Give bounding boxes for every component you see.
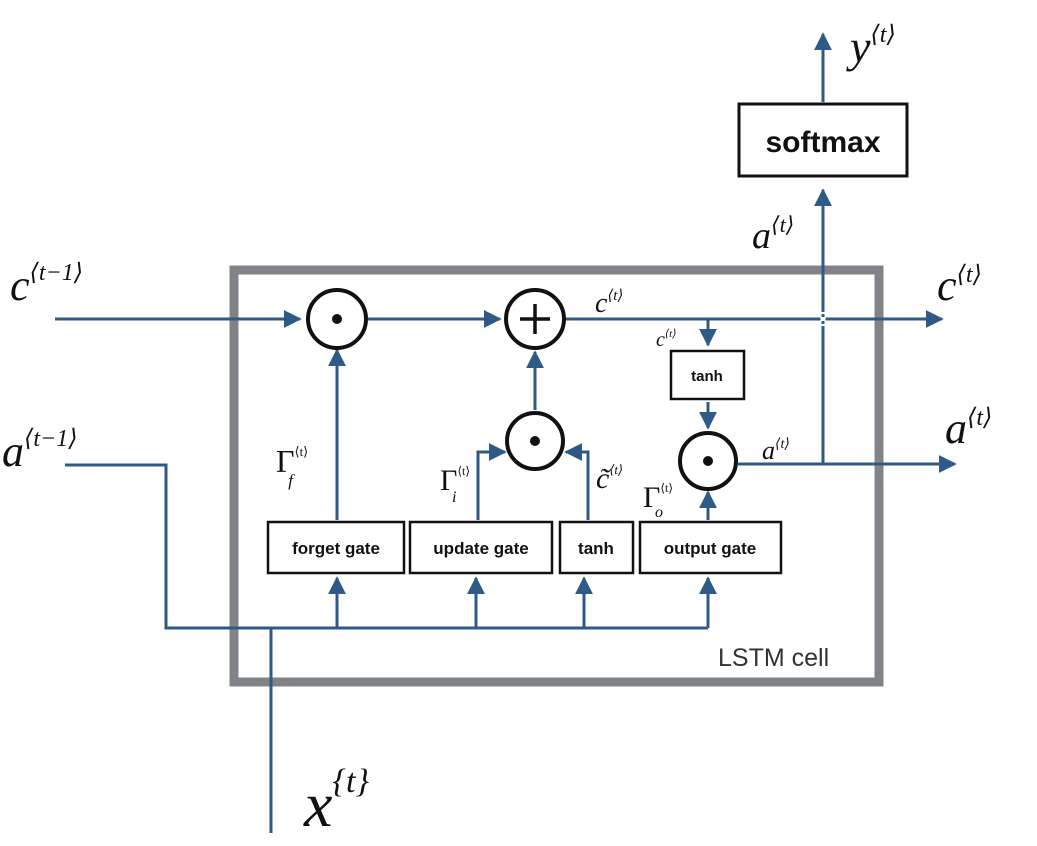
a-out-symbol: a⟨t⟩: [945, 404, 992, 453]
c-tilde-symbol: c̃⟨t⟩: [596, 462, 623, 495]
c-t-internal-symbol: c⟨t⟩: [595, 288, 623, 319]
gamma-f-symbol: Γ⟨t⟩f: [276, 443, 308, 490]
tanh-candidate-output-arrow: [564, 443, 590, 520]
forget-gate-label: forget gate: [292, 539, 380, 558]
a-to-softmax-symbol: a⟨t⟩: [752, 212, 794, 257]
c-prev-symbol: c⟨t−1⟩: [10, 260, 83, 310]
forget-gate-box: [266, 520, 406, 575]
update-multiply-operator: [505, 411, 565, 471]
lstm-cell-border: [229, 265, 884, 687]
gamma-i-symbol: Γ⟨t⟩i: [440, 464, 470, 506]
tanh-cell-label: tanh: [691, 368, 723, 385]
softmax-box: [737, 102, 909, 178]
output-multiply-operator: [678, 431, 738, 491]
x-input-symbol: x{t}: [303, 763, 369, 840]
a-t-internal-symbol: a⟨t⟩: [762, 436, 790, 465]
softmax-label: softmax: [765, 126, 880, 159]
tanh-candidate-label: tanh: [578, 539, 614, 558]
output-gate-box: [638, 520, 783, 575]
lstm-cell-label: LSTM cell: [718, 644, 829, 672]
c-t-tanh-symbol: c⟨t⟩: [656, 328, 677, 351]
a-prev-symbol: a⟨t−1⟩: [2, 426, 78, 476]
update-gate-box: [408, 520, 554, 575]
update-gate-label: update gate: [433, 539, 528, 558]
y-out-symbol: y⟨t⟩: [846, 21, 896, 72]
forget-multiply-operator: [306, 288, 368, 350]
tanh-candidate-box: [558, 520, 635, 575]
a-prev-bus: [65, 463, 708, 630]
add-operator: [504, 288, 566, 350]
output-gate-label: output gate: [664, 539, 757, 558]
gamma-o-symbol: Γ⟨t⟩o: [643, 481, 673, 521]
tanh-cell-box: [669, 349, 746, 401]
update-gate-output-arrow: [476, 443, 507, 520]
c-out-symbol: c⟨t⟩: [937, 261, 982, 310]
